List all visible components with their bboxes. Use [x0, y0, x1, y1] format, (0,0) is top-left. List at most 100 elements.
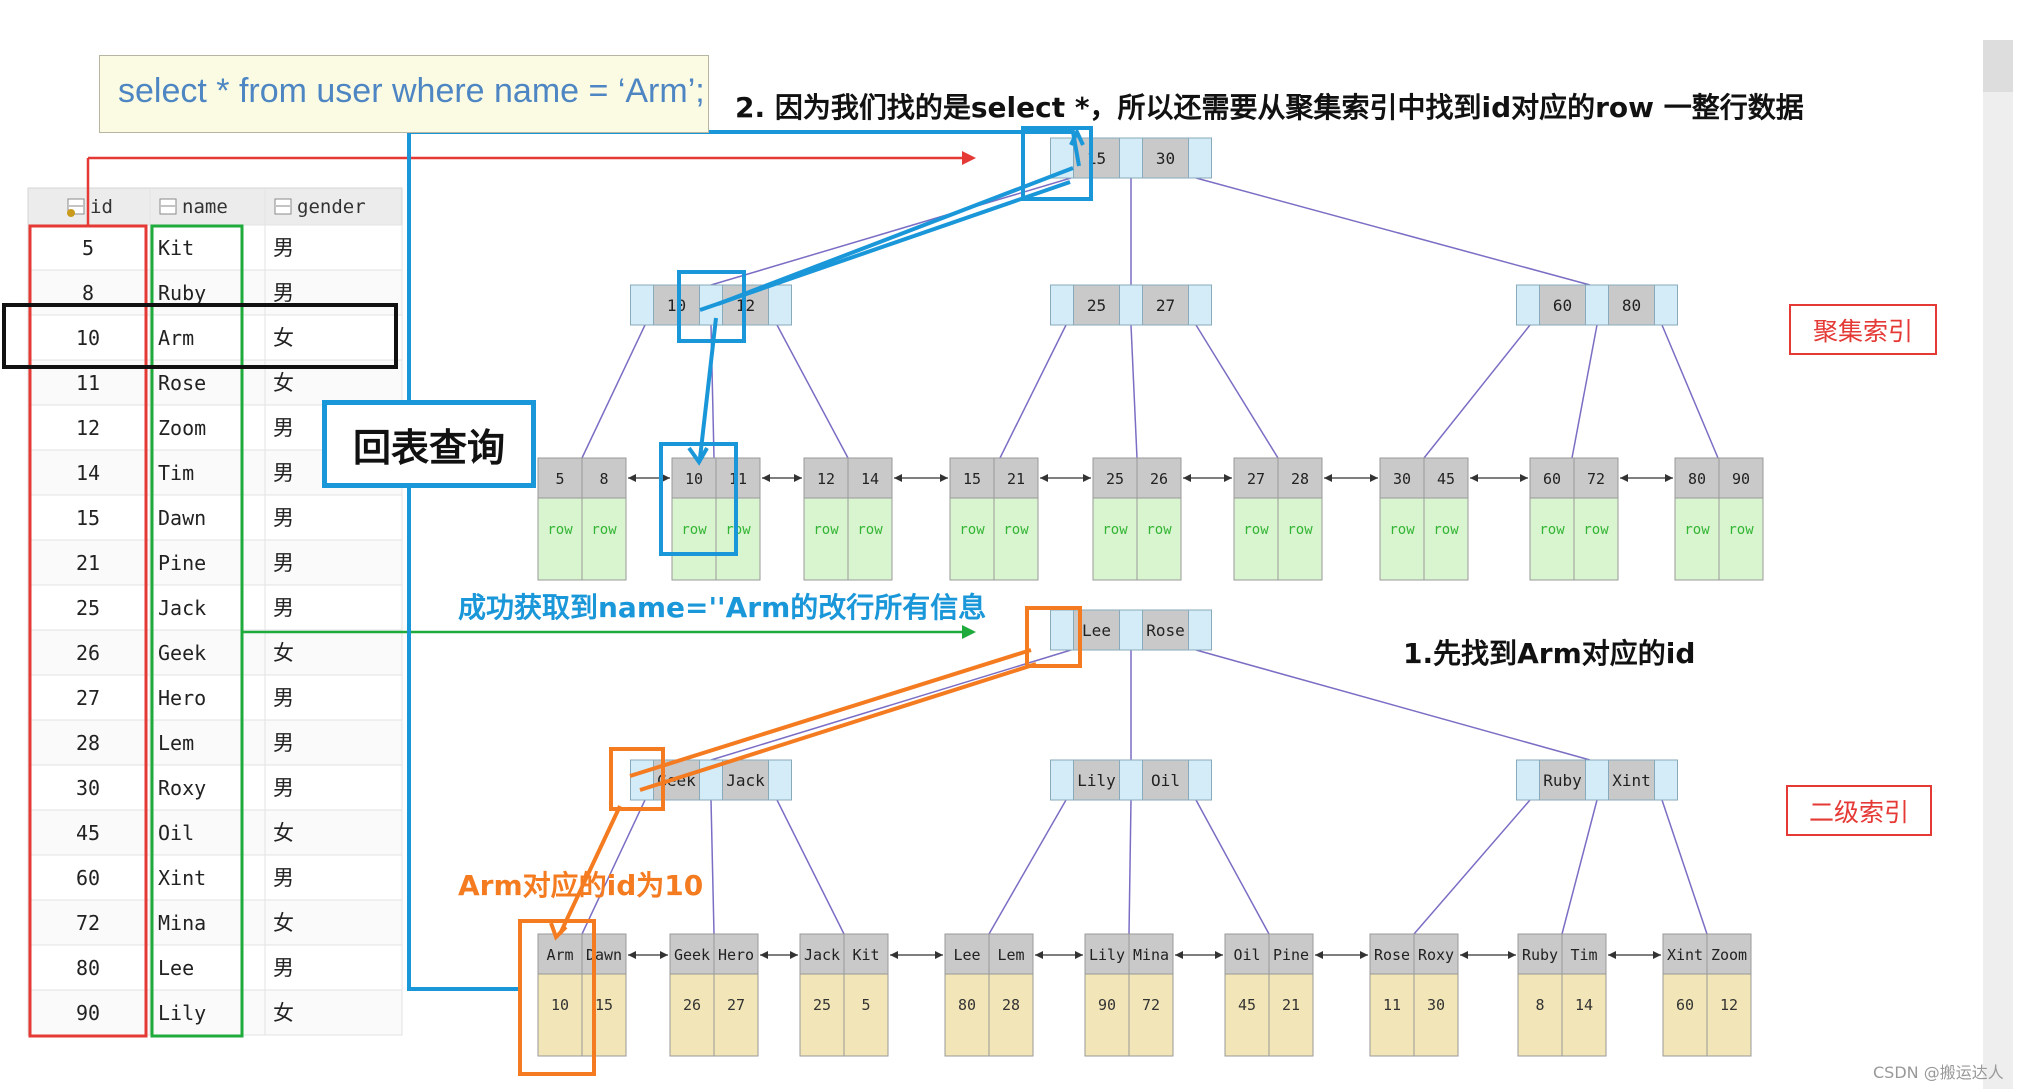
- table-row: [27, 989, 403, 1036]
- clustered-leaf-node-key: [1573, 457, 1619, 499]
- clustered-leaf-node-key-text: 25: [1106, 470, 1124, 488]
- clustered-leaf-node-key: [1379, 457, 1425, 499]
- leaf-link-arrow-icon: [1460, 951, 1468, 959]
- tree-edge: [581, 799, 646, 935]
- secondary-leaf-node-key-text: Pine: [1273, 946, 1309, 964]
- clustered-internal-node-key: [1073, 284, 1120, 326]
- secondary-leaf-node-key-text: Xint: [1667, 946, 1703, 964]
- leaf-link-arrow-icon: [628, 474, 636, 482]
- clustered-leaf-node-key: [581, 457, 627, 499]
- orange-connector: [558, 805, 622, 935]
- table-cell-id: 25: [76, 596, 100, 620]
- secondary-internal-node-ptr: [1188, 759, 1212, 801]
- clustered-leaf-node-body: [1092, 497, 1138, 581]
- leaf-link-arrow-icon: [1665, 474, 1673, 482]
- table-cell-gender: 男: [273, 596, 294, 620]
- secondary-leaf-node-body: [1084, 973, 1130, 1057]
- secondary-leaf-node-key: [1128, 933, 1174, 975]
- table-cell-name: Oil: [158, 821, 194, 845]
- leaf-link-arrow-icon: [1215, 951, 1223, 959]
- secondary-leaf-node-key: [988, 933, 1034, 975]
- tree-edge: [710, 649, 1072, 761]
- tree-edge: [1413, 799, 1531, 935]
- clustered-leaf-node-body-text: row: [1243, 522, 1269, 538]
- clustered-leaf-node-body-text: row: [1539, 522, 1565, 538]
- tree-edge: [1128, 799, 1132, 935]
- table-cell-gender: 女: [273, 911, 294, 935]
- clustered-leaf-node-body-text: row: [591, 522, 617, 538]
- clustered-leaf-node-key-text: 15: [963, 470, 981, 488]
- table-cell-id: 30: [76, 776, 100, 800]
- table-row: [27, 269, 403, 316]
- table-cell-name: Lily: [158, 1001, 206, 1025]
- secondary-internal-node-ptr: [1585, 759, 1609, 801]
- secondary-leaf-node-body-text: 28: [1002, 996, 1020, 1014]
- clustered-leaf-node-body-text: row: [547, 522, 573, 538]
- clustered-leaf-node-key-text: 72: [1587, 470, 1605, 488]
- table-cell-name: Mina: [158, 911, 206, 935]
- secondary-leaf-node-body: [1224, 973, 1270, 1057]
- table-cell-id: 14: [76, 461, 100, 485]
- table-cell-name: Pine: [158, 551, 206, 575]
- table-cell-name: Kit: [158, 236, 194, 260]
- orange-connector: [639, 662, 1037, 792]
- clustered-leaf-node-key: [1277, 457, 1323, 499]
- orange-arrow-icon: [549, 922, 568, 941]
- secondary-leaf-node-body-text: 21: [1282, 996, 1300, 1014]
- table-cell-name: Zoom: [158, 416, 206, 440]
- tree-edge: [776, 324, 849, 459]
- table-row: [27, 674, 403, 721]
- scrollbar-thumb[interactable]: [1983, 40, 2013, 92]
- secondary-internal-node-key-text: Ruby: [1543, 771, 1582, 790]
- step1-note: 1.先找到Arm对应的id: [1403, 637, 1696, 670]
- secondary-leaf-node-key-text: Arm: [546, 946, 573, 964]
- leaf-link-arrow-icon: [1608, 951, 1616, 959]
- tree-edge: [988, 799, 1067, 935]
- secondary-root-node-ptr: [1119, 609, 1143, 651]
- clustered-leaf-node-body-text: row: [725, 522, 751, 538]
- table-cell-name: Jack: [158, 596, 206, 620]
- secondary-leaf-node-key-text: Dawn: [586, 946, 622, 964]
- leaf-link-arrow-icon: [1470, 474, 1478, 482]
- clustered-internal-node-ptr: [1516, 284, 1540, 326]
- secondary-internal-node-key: [1073, 759, 1120, 801]
- table-cell-name: Ruby: [158, 281, 206, 305]
- blue-connector: [698, 317, 718, 459]
- clustered-internal-node-key-text: 27: [1156, 296, 1175, 315]
- tree-edge: [1130, 324, 1138, 459]
- vertical-scrollbar[interactable]: [1983, 40, 2013, 1089]
- clustered-leaf-node-body: [949, 497, 995, 581]
- secondary-leaf-node-key-text: Geek: [674, 946, 710, 964]
- key-icon: [67, 209, 75, 217]
- leaf-link-arrow-icon: [1175, 951, 1183, 959]
- table-cell-id: 10: [76, 326, 100, 350]
- clustered-leaf-node-body-text: row: [681, 522, 707, 538]
- clustered-leaf-node-key-text: 60: [1543, 470, 1561, 488]
- secondary-internal-node-ptr: [768, 759, 792, 801]
- secondary-leaf-node-body-text: 80: [958, 996, 976, 1014]
- table-header-name: name: [182, 196, 228, 218]
- secondary-internal-node-key-text: Xint: [1612, 771, 1651, 790]
- secondary-root-node-key-text: Rose: [1146, 621, 1185, 640]
- clustered-leaf-node-body-text: row: [1583, 522, 1609, 538]
- secondary-leaf-node-body-text: 15: [595, 996, 613, 1014]
- secondary-leaf-node-key: [1413, 933, 1459, 975]
- secondary-leaf-node-key-text: Hero: [718, 946, 754, 964]
- leaf-link-arrow-icon: [794, 474, 802, 482]
- secondary-leaf-node-body-text: 14: [1575, 996, 1593, 1014]
- clustered-root-highlight: [1021, 126, 1093, 201]
- leaf-link-arrow-icon: [762, 474, 770, 482]
- secondary-leaf-node-key-text: Jack: [804, 946, 840, 964]
- table-cell-id: 11: [76, 371, 100, 395]
- leaf-link-arrow-icon: [628, 951, 636, 959]
- secondary-leaf-node-key-text: Mina: [1133, 946, 1169, 964]
- clustered-leaf-node-body: [671, 497, 717, 581]
- leaf-link-arrow-icon: [894, 474, 902, 482]
- secondary-leaf-node-body: [1369, 973, 1415, 1057]
- clustered-leaf-node-body: [1423, 497, 1469, 581]
- clustered-internal-node-ptr: [1585, 284, 1609, 326]
- clustered-leaf-node-key-text: 10: [685, 470, 703, 488]
- clustered-leaf-node-body-text: row: [1433, 522, 1459, 538]
- table-cell-gender: 女: [273, 641, 294, 665]
